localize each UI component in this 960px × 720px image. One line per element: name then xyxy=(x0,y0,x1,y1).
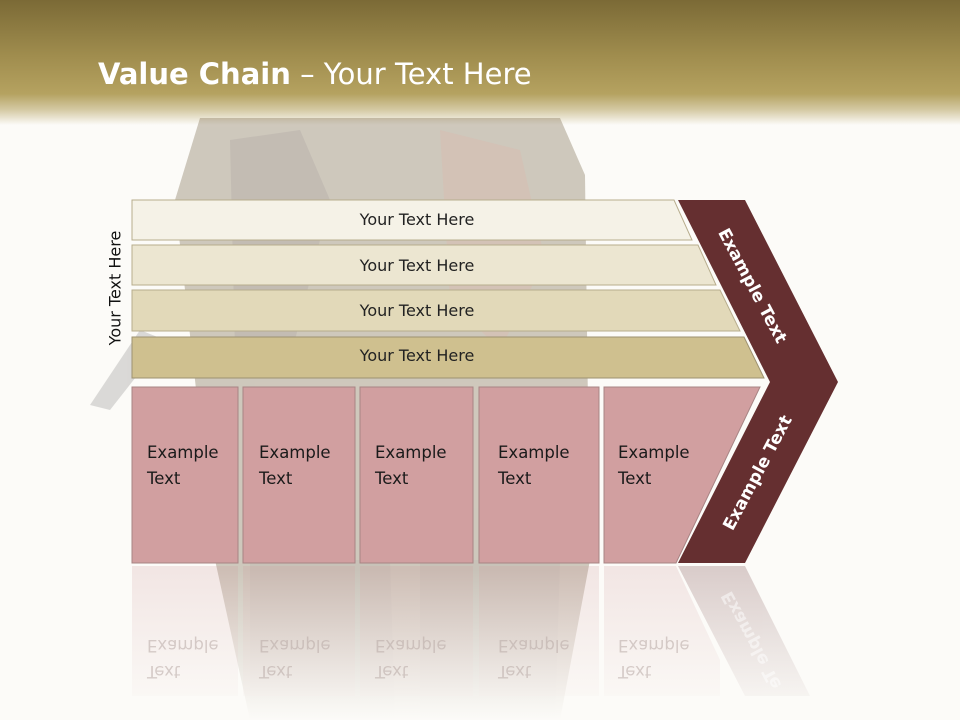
band-4: Your Text Here xyxy=(132,336,702,376)
refl-3-line2: Text xyxy=(375,662,409,681)
title-bold: Value Chain xyxy=(98,57,291,91)
refl-5-line1: Example xyxy=(618,636,690,655)
band-1: Your Text Here xyxy=(132,200,702,240)
cell-4-line1: Example xyxy=(498,443,570,462)
band-2-label: Your Text Here xyxy=(359,256,475,275)
chevron-shape xyxy=(678,200,838,563)
cell-5-line1: Example xyxy=(618,443,690,462)
band-3-label: Your Text Here xyxy=(359,301,475,320)
cell-2-line2: Text xyxy=(259,469,293,488)
cell-2-shape xyxy=(242,386,356,564)
page-title: Value Chain – Your Text Here xyxy=(98,54,532,94)
refl-1-line2: Text xyxy=(147,662,181,681)
band-3: Your Text Here xyxy=(132,291,702,331)
cell-2-reflection: Text Example xyxy=(259,632,331,684)
cell-5-shape xyxy=(603,386,761,564)
title-bar xyxy=(0,0,960,125)
cell-3-line1: Example xyxy=(375,443,447,462)
refl-1-line1: Example xyxy=(147,636,219,655)
refl-2-line1: Example xyxy=(259,636,331,655)
refl-3-line1: Example xyxy=(375,636,447,655)
band-1-shape xyxy=(131,199,693,241)
cell-3-reflection: Text Example xyxy=(375,632,447,684)
cell-1-line2: Text xyxy=(147,469,181,488)
cell-3-shape xyxy=(359,386,474,564)
band-1-label: Your Text Here xyxy=(359,210,475,229)
cell-1-shape xyxy=(131,386,239,564)
cell-4-reflection: Text Example xyxy=(498,632,570,684)
cell-5-reflection: Text Example xyxy=(618,632,690,684)
cell-5-line2: Text xyxy=(618,469,652,488)
refl-4-line1: Example xyxy=(498,636,570,655)
refl-2-line2: Text xyxy=(259,662,293,681)
band-2: Your Text Here xyxy=(132,246,702,286)
refl-4-line2: Text xyxy=(498,662,532,681)
cell-4-line2: Text xyxy=(498,469,532,488)
cell-2-line1: Example xyxy=(259,443,331,462)
vertical-label: Your Text Here xyxy=(105,230,125,346)
refl-5-line2: Text xyxy=(618,662,652,681)
band-2-shape xyxy=(131,244,717,286)
band-4-label: Your Text Here xyxy=(359,346,475,365)
band-4-shape xyxy=(131,336,765,379)
cell-1-line1: Example xyxy=(147,443,219,462)
cell-4-shape xyxy=(478,386,600,564)
cell-3-line2: Text xyxy=(375,469,409,488)
title-rest: – Your Text Here xyxy=(290,57,532,91)
band-3-shape xyxy=(131,289,741,332)
cell-1-reflection: Text Example xyxy=(147,632,219,684)
